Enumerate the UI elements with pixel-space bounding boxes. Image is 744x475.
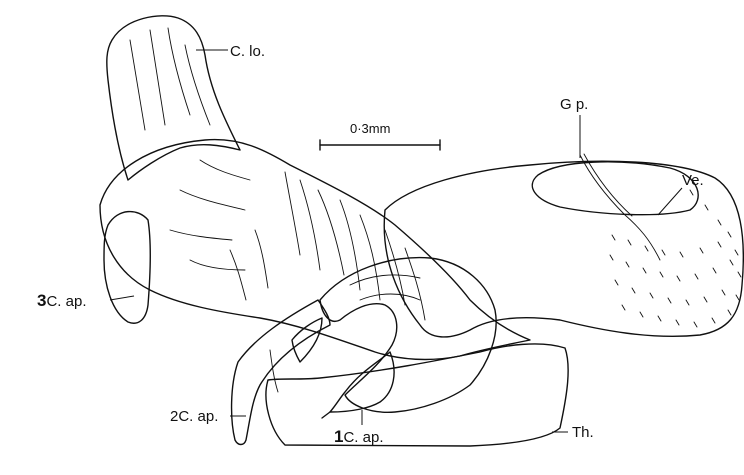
conjunctiva-body xyxy=(100,140,530,360)
c-lo-lobe xyxy=(107,16,240,180)
label-c-ap-3: 3C. ap. xyxy=(37,291,87,310)
label-c-ap-1-number: 1 xyxy=(334,427,343,446)
label-c-ap-3-text: C. ap. xyxy=(46,293,86,310)
label-c-ap-2: 2C. ap. xyxy=(170,408,218,425)
label-c-lo: C. lo. xyxy=(230,43,265,60)
leader-lines xyxy=(110,50,682,432)
scale-bar-label: 0·3mm xyxy=(350,121,390,136)
label-c-ap-1: 1C. ap. xyxy=(334,427,384,446)
cornutus-3 xyxy=(104,212,150,324)
label-c-ap-3-number: 3 xyxy=(37,291,46,310)
label-th: Th. xyxy=(572,424,594,441)
label-c-ap-1-text: C. ap. xyxy=(343,429,383,446)
vesica-spines xyxy=(610,190,741,327)
body-wrinkles xyxy=(170,160,425,320)
scale-bar: 0·3mm xyxy=(320,121,440,150)
label-ve: Ve. xyxy=(682,172,704,189)
cornutus-1 xyxy=(320,258,496,418)
label-gp: G p. xyxy=(560,96,588,113)
